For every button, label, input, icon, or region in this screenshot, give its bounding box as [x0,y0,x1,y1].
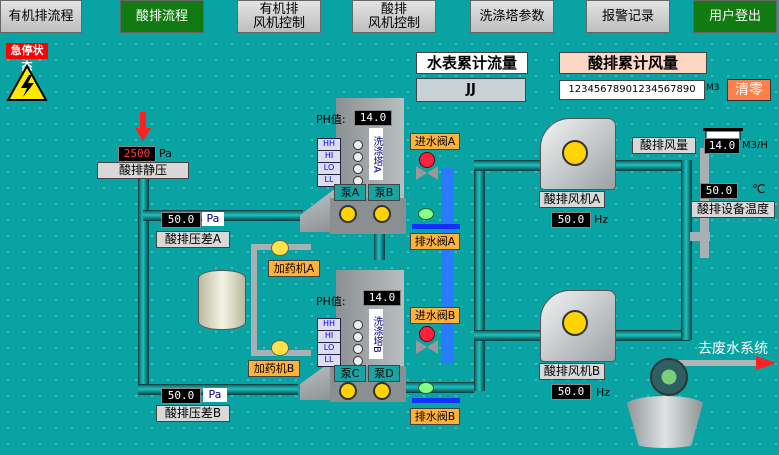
fan-b-unit: Hz [596,386,611,399]
air-volume-value: 14.0 [704,138,740,154]
pump-c-label[interactable]: 泵C [334,365,366,382]
duct-to-fan-a [474,160,544,171]
fan-b-impeller-icon [562,310,588,336]
inlet-valve-a-icon[interactable] [419,152,435,168]
temperature-label: 酸排设备温度 [691,201,775,218]
pump-b-label[interactable]: 泵B [368,184,400,201]
level-indicator-icon [353,332,363,342]
drain-valve-a-label: 排水阀A [410,233,460,250]
emergency-status-badge: 急停状态 [6,43,48,73]
flow-meter-icon [703,128,743,140]
tower-b-ph-value: 14.0 [363,290,401,306]
air-volume-unit: M3/H [742,140,768,151]
level-indicator-icon [353,140,363,150]
drain-pipe-a [412,224,460,229]
tower-a-ph-label: PH值: [316,113,346,126]
clear-button[interactable]: 清零 [727,79,771,101]
fan-a-label: 酸排风机A [539,191,605,208]
water-flow-title: 水表累计流量 [416,52,528,74]
pump-a-label[interactable]: 泵A [334,184,366,201]
tab-alarm-records[interactable]: 报警记录 [586,0,670,33]
high-voltage-warning-icon [6,64,48,101]
pump-c-icon[interactable] [339,382,357,400]
duct-to-fan-b [474,330,544,341]
fan-a-impeller-icon [562,140,588,166]
main-duct-left [138,160,149,388]
tower-b-level-ll: LL [317,354,341,367]
drain-valve-a-icon[interactable] [418,208,434,220]
chemical-tank-icon [198,270,246,330]
pump-a-icon[interactable] [339,205,357,223]
acid-air-title: 酸排累计风量 [559,52,707,74]
fan-b-value: 50.0 [551,384,591,400]
inlet-valve-b-label: 进水阀B [410,307,460,324]
tower-b-name: 洗涤塔B [369,309,383,359]
acid-air-unit: M3 [706,83,720,93]
dosing-pump-a-icon[interactable] [271,240,289,256]
diff-b-unit: Pa [203,388,227,402]
static-pressure-label: 酸排静压 [97,162,189,179]
tab-acid-flow[interactable]: 酸排流程 [120,0,204,33]
diff-a-label: 酸排压差A [156,231,230,248]
waste-water-pump-icon[interactable] [650,358,688,396]
waste-water-label: 去废水系统 [698,341,768,357]
fan-a-value: 50.0 [551,212,591,228]
tower-a-name: 洗涤塔A [369,128,383,180]
tower-a-level-hh: HH [317,138,341,151]
temperature-unit: ℃ [752,182,766,196]
drain-valve-b-label: 排水阀B [410,408,460,425]
pump-d-icon[interactable] [373,382,391,400]
duct-right-riser [681,160,692,340]
fan-b-label: 酸排风机B [539,363,605,380]
duct-riser [474,160,485,391]
stack-elbow [690,232,710,241]
level-indicator-icon [353,152,363,162]
duct-fan-b-out [610,330,690,341]
fan-a-unit: Hz [594,213,609,226]
inlet-valve-a-label: 进水阀A [410,133,460,150]
diff-a-unit: Pa [202,212,224,226]
tab-scrubber-params[interactable]: 洗涤塔参数 [470,0,554,33]
water-pipe [441,168,453,364]
drain-valve-b-icon[interactable] [418,382,434,394]
dosing-b-label: 加药机B [248,360,300,377]
level-indicator-icon [353,344,363,354]
static-pressure-unit: Pa [159,147,172,160]
waste-water-tank-icon [625,396,705,448]
pressure-arrow-icon [135,112,151,141]
acid-air-value: 12345678901234567890 [559,80,705,100]
dosing-a-label: 加药机A [268,260,320,277]
tab-organic-fan-control[interactable]: 有机排 风机控制 [237,0,321,33]
static-pressure-value: 2500 [118,146,156,162]
waste-water-arrow-icon [670,356,776,370]
water-flow-value: JJ [416,78,526,102]
dosing-pump-b-icon[interactable] [271,340,289,356]
tab-user-logout[interactable]: 用户登出 [693,0,777,33]
level-indicator-icon [353,320,363,330]
level-indicator-icon [353,164,363,174]
fan-b-icon[interactable] [540,290,616,362]
tower-a-ph-value: 14.0 [354,110,392,126]
tower-b-ph-label: PH值: [316,295,346,308]
diff-b-label: 酸排压差B [156,405,230,422]
diff-b-value: 50.0 [161,388,201,404]
air-volume-label: 酸排风量 [632,137,696,154]
inlet-valve-b-icon[interactable] [419,326,435,342]
tower-a-level-ll: LL [317,174,341,187]
duct-tower-link [374,220,385,260]
tab-acid-fan-control[interactable]: 酸排 风机控制 [352,0,436,33]
tab-organic-flow[interactable]: 有机排流程 [0,0,82,33]
dosing-pipe [251,244,257,354]
valve-body-icon [416,166,438,180]
diff-a-value: 50.0 [161,212,201,228]
duct-fan-a-out [610,160,690,171]
pump-d-label[interactable]: 泵D [368,365,400,382]
pump-b-icon[interactable] [373,205,391,223]
drain-pipe-b [412,398,460,403]
valve-body-icon [416,340,438,354]
temperature-value: 50.0 [700,183,738,199]
